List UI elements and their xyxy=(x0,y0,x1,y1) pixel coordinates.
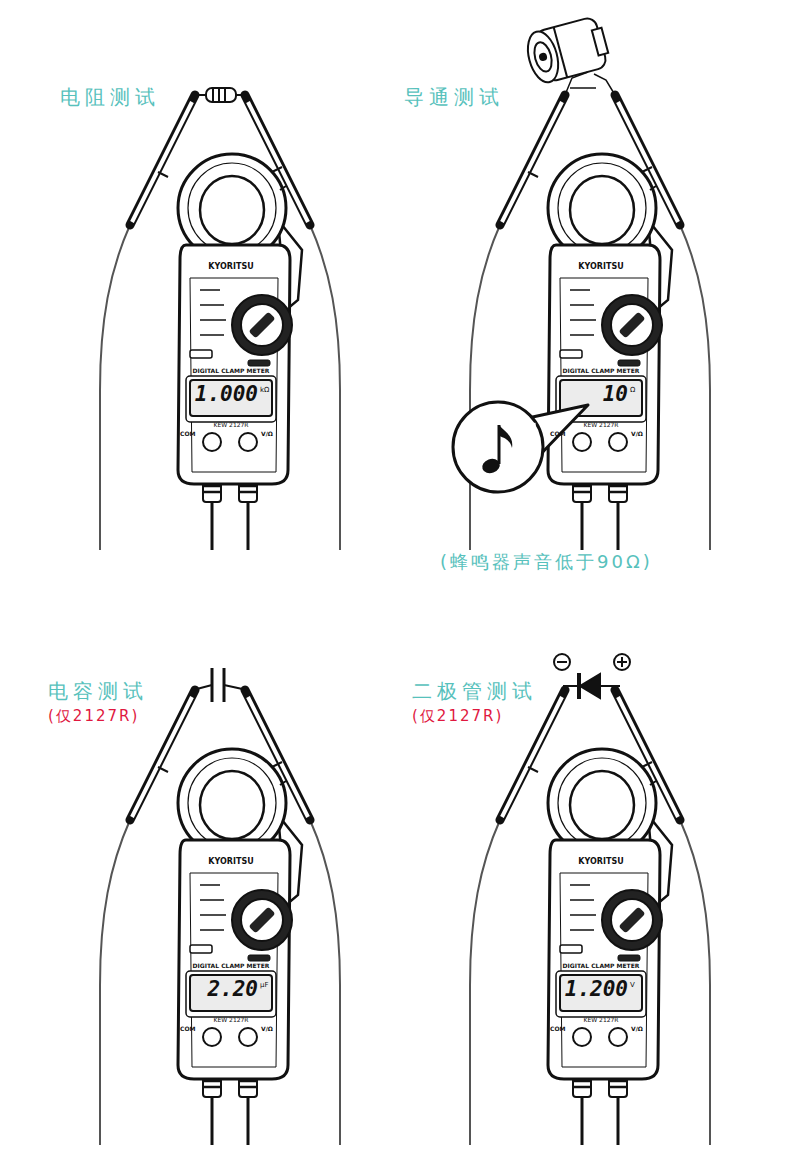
lcd-unit: μF xyxy=(260,981,268,989)
lcd-unit: V xyxy=(630,981,635,989)
terminal-name: COM xyxy=(550,431,565,438)
model-caption: DIGITAL CLAMP METER xyxy=(563,963,640,970)
brand-name: KYORITSU xyxy=(208,857,253,866)
lcd-reading: 10 xyxy=(603,384,628,405)
terminal-name: V/Ω xyxy=(631,1026,643,1033)
lcd-reading: 1.000 xyxy=(195,384,258,405)
buzzer-note: (蜂鸣器声音低于90Ω) xyxy=(440,552,653,573)
lcd-reading: 2.20 xyxy=(207,979,258,1000)
test-title: 导通测试 xyxy=(404,86,504,109)
model-number: KEW 2127R xyxy=(213,1017,248,1024)
terminal-name: COM xyxy=(180,431,195,438)
brand-name: KYORITSU xyxy=(208,262,253,271)
model-note: (仅2127R) xyxy=(48,708,139,725)
brand-name: KYORITSU xyxy=(578,857,623,866)
brand-name: KYORITSU xyxy=(578,262,623,271)
model-number: KEW 2127R xyxy=(583,422,618,429)
lcd-unit: kΩ xyxy=(260,386,269,394)
terminal-name: V/Ω xyxy=(631,431,643,438)
model-note: (仅2127R) xyxy=(412,708,503,725)
terminal-name: V/Ω xyxy=(261,431,273,438)
lcd-reading: 1.200 xyxy=(565,979,628,1000)
model-caption: DIGITAL CLAMP METER xyxy=(193,963,270,970)
model-caption: DIGITAL CLAMP METER xyxy=(193,368,270,375)
test-title: 电阻测试 xyxy=(60,86,160,109)
terminal-name: COM xyxy=(550,1026,565,1033)
test-title: 电容测试 xyxy=(48,680,148,703)
terminal-name: V/Ω xyxy=(261,1026,273,1033)
lcd-unit: Ω xyxy=(630,386,635,394)
model-number: KEW 2127R xyxy=(213,422,248,429)
test-title: 二极管测试 xyxy=(412,680,537,703)
terminal-name: COM xyxy=(180,1026,195,1033)
model-number: KEW 2127R xyxy=(583,1017,618,1024)
model-caption: DIGITAL CLAMP METER xyxy=(563,368,640,375)
